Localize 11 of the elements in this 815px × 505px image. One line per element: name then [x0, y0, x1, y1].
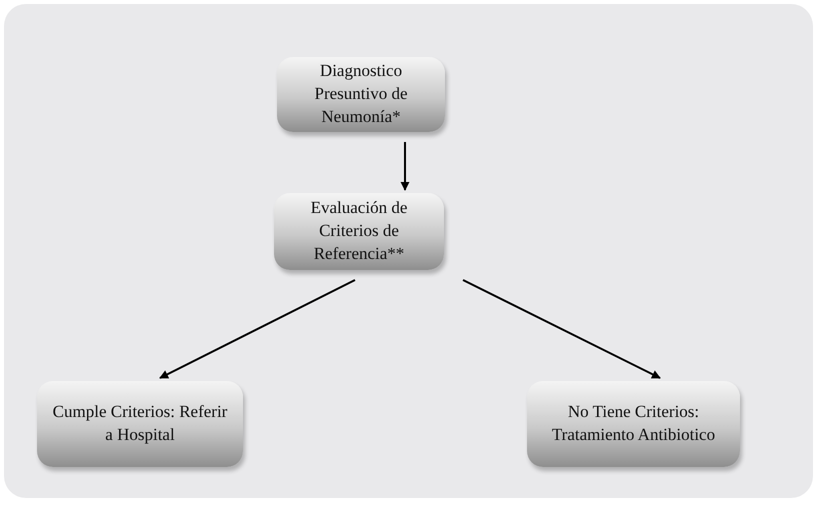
process-box: [274, 193, 444, 270]
process-box: [37, 381, 243, 467]
box-label: Evaluación de Criterios de Referencia**: [310, 197, 408, 265]
arrow: [400, 142, 410, 191]
arrow: [159, 279, 356, 379]
box-label: No Tiene Criterios: Tratamiento Antibiotico: [550, 401, 716, 446]
box-label: Cumple Criterios: Referir a Hospital: [52, 401, 228, 446]
arrow: [462, 279, 661, 379]
box-label: Diagnostico Presuntivo de Neumonía*: [313, 60, 409, 128]
process-box: [277, 57, 445, 132]
process-box: [527, 381, 740, 467]
